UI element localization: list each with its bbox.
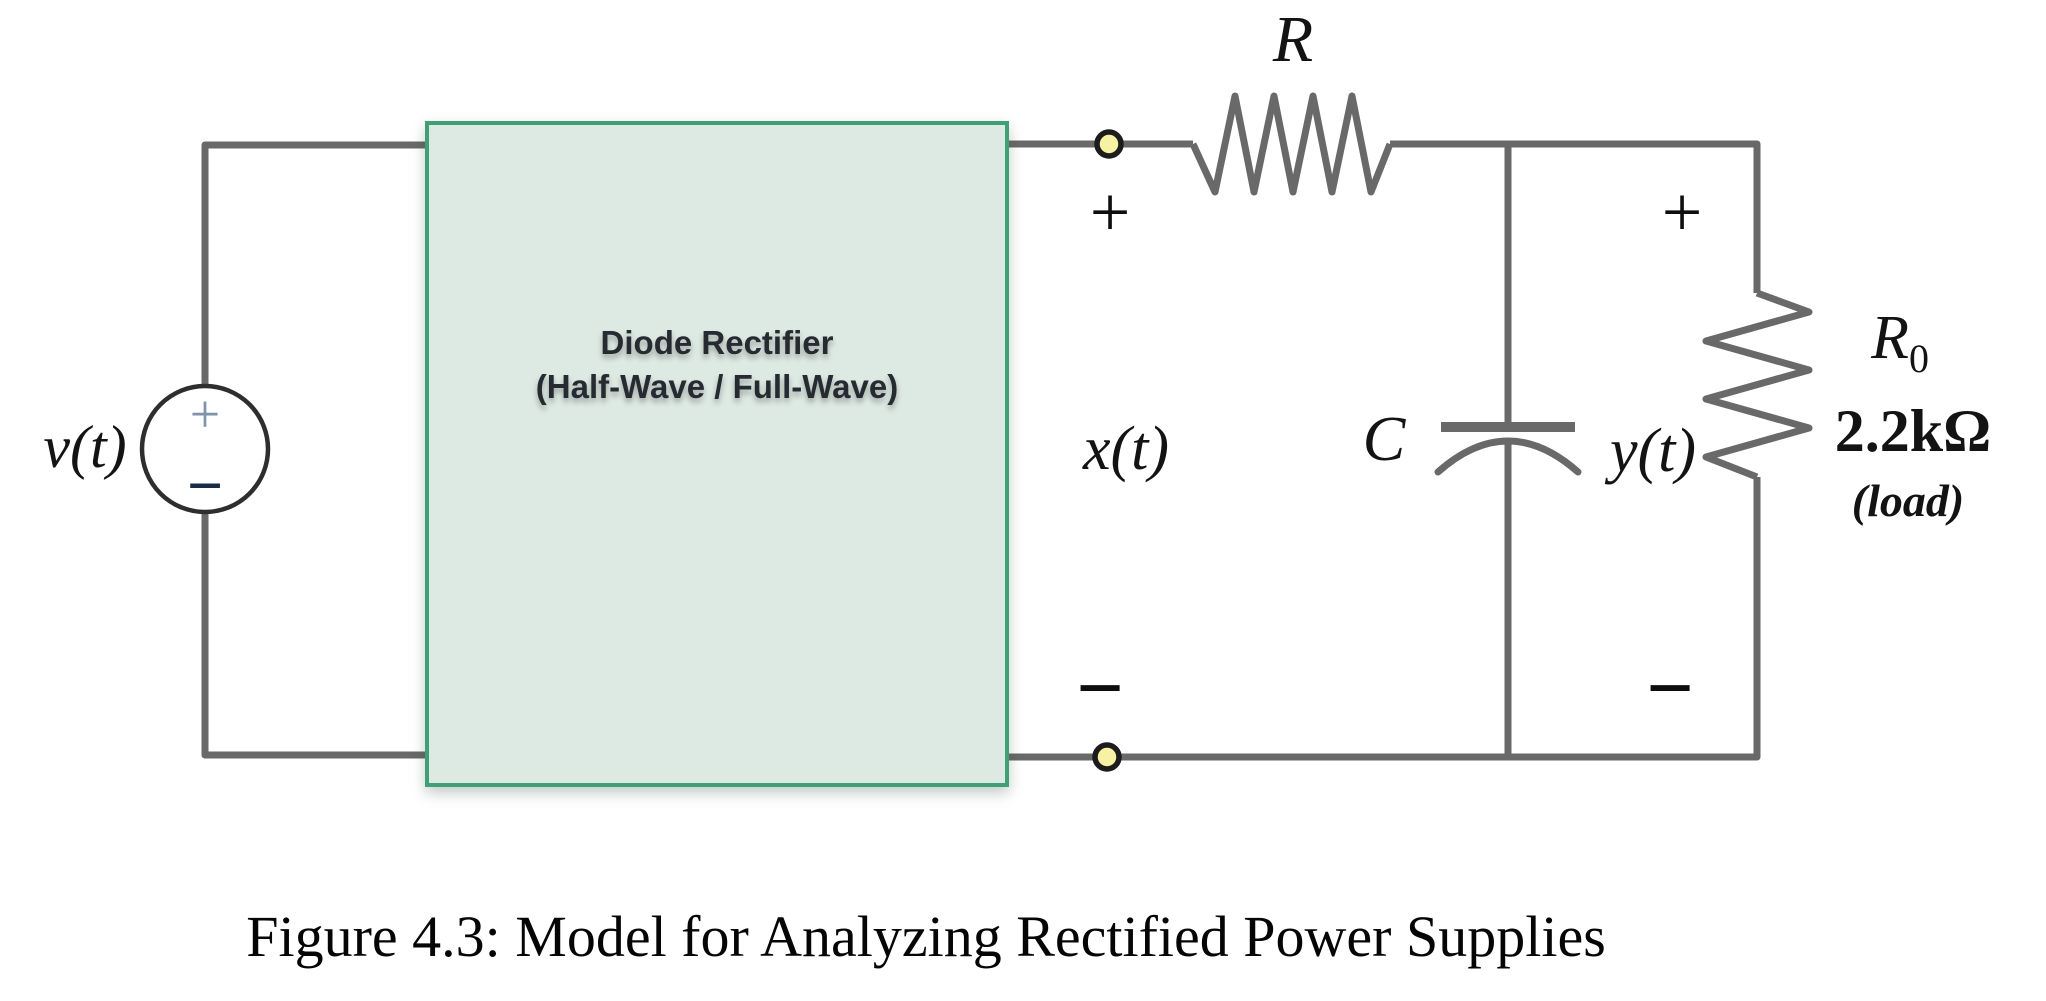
rectifier-box-label-line2: (Half-Wave / Full-Wave) (535, 368, 899, 405)
node-y-plus-sign: + (1661, 172, 1703, 252)
voltage-source-circle (139, 383, 271, 515)
terminal-node-bottom (1092, 742, 1122, 772)
terminal-node-top (1094, 129, 1124, 159)
figure-caption: Figure 4.3: Model for Analyzing Rectifie… (246, 904, 1606, 969)
load-resistor-zigzag (1702, 289, 1813, 481)
load-resistor-label: R0 (1871, 307, 1929, 379)
load-resistor-note: (load) (1851, 475, 1965, 526)
wire-source-to-rectifier-top (201, 141, 440, 387)
load-resistor-value: 2.2kΩ (1834, 398, 1992, 464)
wire-resistor-to-load-top (1390, 140, 1761, 293)
rectifier-box-label: Diode Rectifier (Half-Wave / Full-Wave) (427, 321, 1007, 409)
node-x-plus-sign: + (1089, 172, 1131, 252)
wire-source-to-rectifier-bottom (201, 512, 440, 759)
load-resistor-label-symbol: R (1871, 304, 1909, 372)
capacitor-bottom-plate-arc (1434, 437, 1582, 476)
node-y-minus-sign: − (1646, 642, 1694, 735)
node-y-label: y(t) (1609, 417, 1697, 485)
capacitor-label: C (1362, 403, 1406, 474)
source-minus-sign: − (186, 450, 224, 521)
node-x-minus-sign: − (1076, 642, 1124, 735)
series-resistor-zigzag (1189, 92, 1394, 196)
source-label: v(t) (43, 414, 127, 480)
series-resistor-label: R (1272, 3, 1314, 76)
node-x-label: x(t) (1082, 415, 1170, 483)
wire-load-to-rectifier-bottom (1000, 477, 1761, 761)
rectifier-box-label-line1: Diode Rectifier (600, 324, 834, 361)
rectifier-box (425, 121, 1009, 787)
load-resistor-label-subscript: 0 (1908, 336, 1929, 381)
source-plus-sign: + (189, 384, 221, 444)
